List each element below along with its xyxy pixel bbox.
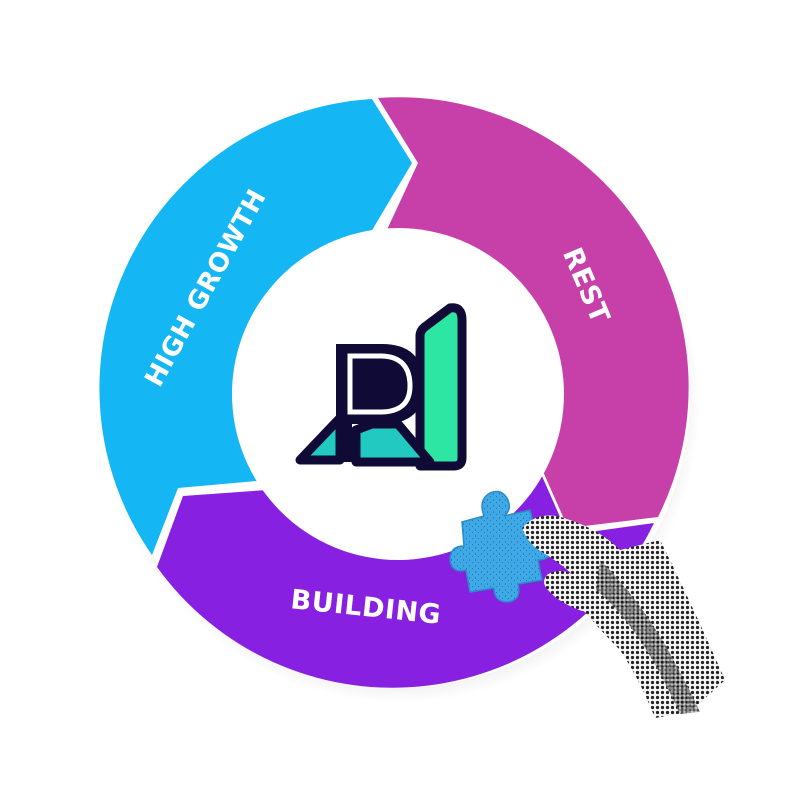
logo-green-flag — [415, 303, 467, 471]
logo-icon — [295, 303, 467, 471]
puzzle-piece-icon — [449, 490, 553, 603]
logo-r-leg — [351, 419, 435, 467]
logo-r-bowl — [336, 344, 424, 462]
logo-r-inner — [347, 353, 413, 415]
hand-icon — [522, 515, 725, 718]
